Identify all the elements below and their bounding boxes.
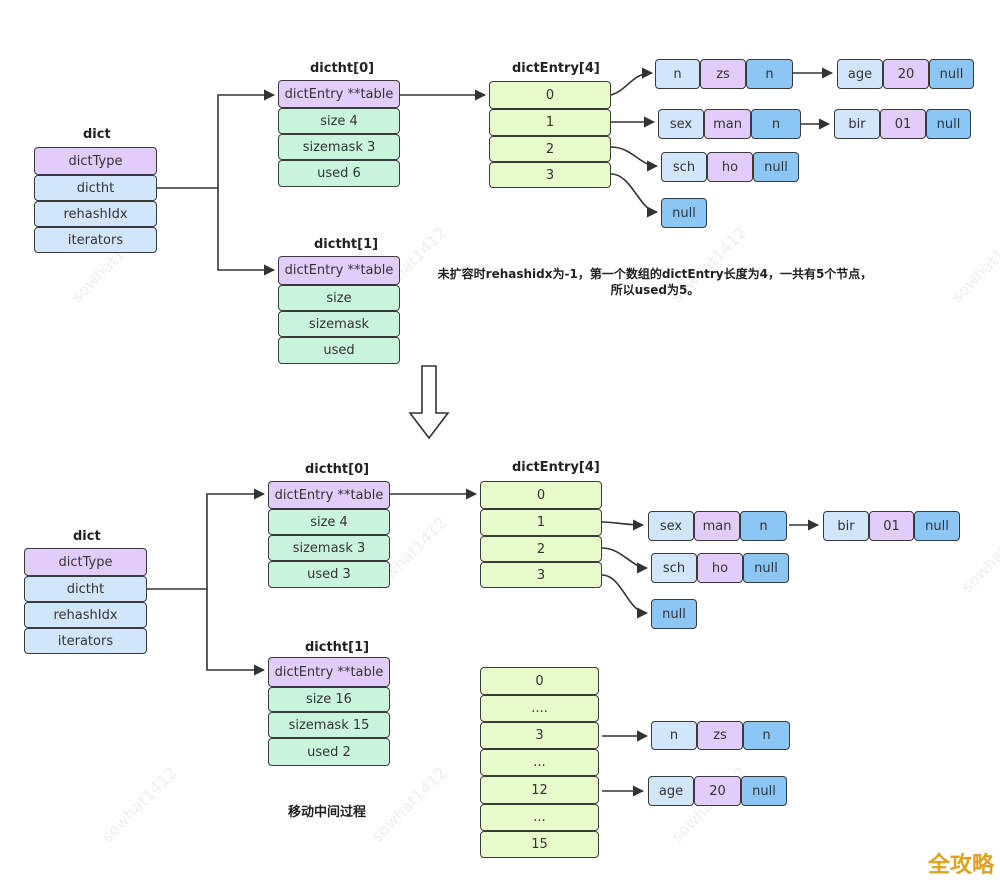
chain-node-k-2: n bbox=[743, 721, 790, 750]
chain-node-d-2: null bbox=[926, 109, 971, 139]
chain-node-h-0: bir bbox=[823, 511, 869, 541]
dict-title: dict bbox=[83, 127, 111, 142]
chain-node-i-2: null bbox=[743, 553, 789, 583]
ht1-title: dictht[1] bbox=[314, 237, 379, 252]
chain-node-c-2: n bbox=[751, 109, 801, 139]
connector-dict-ht0 bbox=[157, 89, 276, 189]
connector-slot3-chain bbox=[610, 173, 659, 218]
entry16-slot-3: ... bbox=[480, 749, 599, 776]
entries-title-b: dictEntry[4] bbox=[512, 460, 600, 475]
ht0-field-0: dictEntry **table bbox=[278, 80, 400, 108]
chain-node-g-1: man bbox=[694, 511, 740, 541]
chain-node-d-0: bir bbox=[834, 109, 880, 139]
dict-field-b-1: dictht bbox=[24, 576, 147, 602]
chain-node-a-2: n bbox=[746, 59, 793, 89]
chain-node-a-1: zs bbox=[700, 59, 746, 89]
ht1-field-b-1: size 16 bbox=[268, 687, 390, 712]
chain-node-h-1: 01 bbox=[869, 511, 914, 541]
chain-node-b-0: age bbox=[837, 59, 883, 89]
dict-field-b-3: iterators bbox=[24, 628, 147, 654]
dict-field-3: iterators bbox=[34, 227, 157, 253]
ht0-field-3: used 6 bbox=[278, 160, 400, 187]
entry-slot-b-1: 1 bbox=[480, 509, 602, 536]
chain-node-i-0: sch bbox=[651, 553, 697, 583]
chain-node-c-1: man bbox=[704, 109, 751, 139]
connector-dict-ht1-b bbox=[206, 589, 266, 676]
entry16-slot-4: 12 bbox=[480, 776, 599, 804]
chain-node-i-1: ho bbox=[697, 553, 743, 583]
connector-slot3-chain-b bbox=[601, 574, 649, 619]
chain-node-g-2: n bbox=[740, 511, 787, 541]
chain-node-f-0: null bbox=[661, 198, 707, 228]
ht0-field-b-0: dictEntry **table bbox=[268, 481, 390, 509]
chain-node-k-0: n bbox=[651, 721, 697, 750]
entry16-slot-5: ... bbox=[480, 804, 599, 831]
entry16-slot-2: 3 bbox=[480, 722, 599, 749]
connector-dict-ht1 bbox=[217, 188, 276, 276]
ht0-field-b-2: sizemask 3 bbox=[268, 535, 390, 561]
entry16-slot-1: .... bbox=[480, 695, 599, 722]
dict-field-0: dictType bbox=[34, 147, 157, 175]
ht0-title-b: dictht[0] bbox=[305, 462, 370, 477]
chain-node-b-1: 20 bbox=[883, 59, 929, 89]
chain-node-l-0: age bbox=[648, 776, 694, 806]
transition-arrow bbox=[408, 365, 450, 440]
dict-field-1: dictht bbox=[34, 175, 157, 201]
ht1-field-3: used bbox=[278, 337, 400, 364]
chain-node-c-0: sex bbox=[658, 109, 704, 139]
connector-slot2-chain bbox=[610, 146, 659, 172]
entry-slot-1: 1 bbox=[489, 109, 611, 136]
chain-node-e-2: null bbox=[753, 152, 799, 182]
dict-field-2: rehashIdx bbox=[34, 201, 157, 227]
entry-slot-0: 0 bbox=[489, 81, 611, 109]
connector-dict-ht0-b bbox=[147, 488, 266, 590]
chain-node-b-2: null bbox=[929, 59, 974, 89]
ht1-field-b-0: dictEntry **table bbox=[268, 657, 390, 687]
entry-slot-3: 3 bbox=[489, 162, 611, 188]
entry-slot-b-0: 0 bbox=[480, 481, 602, 509]
chain-node-j-0: null bbox=[651, 599, 697, 629]
ht1-field-2: sizemask bbox=[278, 311, 400, 337]
chain-node-e-0: sch bbox=[661, 152, 707, 182]
entry-slot-2: 2 bbox=[489, 136, 611, 162]
caption: 移动中间过程 bbox=[288, 805, 367, 820]
chain-node-a-0: n bbox=[655, 59, 700, 89]
ht0-field-b-1: size 4 bbox=[268, 509, 390, 535]
chain-node-l-2: null bbox=[741, 776, 787, 806]
dict-field-b-2: rehashIdx bbox=[24, 602, 147, 628]
brand-logo: 全攻略 bbox=[927, 853, 994, 878]
entry-slot-b-3: 3 bbox=[480, 562, 602, 588]
chain-node-k-1: zs bbox=[697, 721, 743, 750]
entries-title: dictEntry[4] bbox=[512, 61, 600, 76]
ht0-field-1: size 4 bbox=[278, 108, 400, 134]
dict-field-b-0: dictType bbox=[24, 548, 147, 576]
chain-node-e-1: ho bbox=[707, 152, 753, 182]
note-line-1: 未扩容时rehashidx为-1，第一个数组的dictEntry长度为4，一共有… bbox=[437, 267, 873, 281]
entry16-slot-0: 0 bbox=[480, 667, 599, 695]
annotation-note: 未扩容时rehashidx为-1，第一个数组的dictEntry长度为4，一共有… bbox=[430, 266, 880, 298]
ht0-field-b-3: used 3 bbox=[268, 561, 390, 588]
chain-node-g-0: sex bbox=[648, 511, 694, 541]
connector-slot0-chain bbox=[610, 67, 654, 96]
chain-node-h-2: null bbox=[914, 511, 960, 541]
ht1-field-0: dictEntry **table bbox=[278, 256, 400, 285]
ht1-field-b-2: sizemask 15 bbox=[268, 712, 390, 738]
ht1-title-b: dictht[1] bbox=[305, 640, 370, 655]
note-line-2: 所以used为5。 bbox=[610, 283, 700, 297]
chain-node-d-1: 01 bbox=[880, 109, 926, 139]
entry-slot-b-2: 2 bbox=[480, 536, 602, 562]
chain-node-l-1: 20 bbox=[694, 776, 741, 806]
ht0-field-2: sizemask 3 bbox=[278, 134, 400, 160]
ht1-field-1: size bbox=[278, 285, 400, 311]
connector-slot2-chain-b bbox=[601, 547, 649, 574]
connector-slot1-chain-b bbox=[601, 519, 645, 531]
ht1-field-b-3: used 2 bbox=[268, 738, 390, 766]
dict-title-b: dict bbox=[73, 529, 101, 544]
entry16-slot-6: 15 bbox=[480, 831, 599, 858]
ht0-title: dictht[0] bbox=[310, 61, 375, 76]
